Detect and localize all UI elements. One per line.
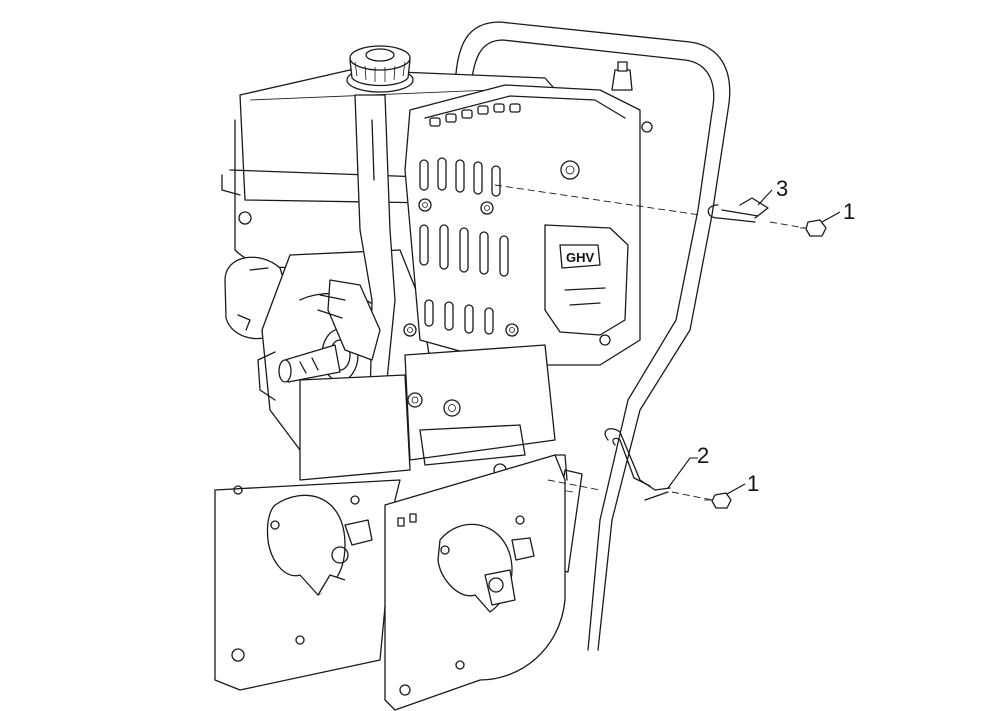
air-cleaner-cover: GHV — [544, 224, 629, 346]
engine-base — [299, 344, 556, 481]
part-1-bolt-lower — [704, 492, 732, 509]
callout-2-label: 2 — [697, 443, 709, 468]
engine-mark-label: GHV — [566, 250, 595, 265]
handle-fitting — [611, 61, 633, 91]
callout-2: 2 — [667, 443, 709, 489]
assembly-line-lower — [547, 479, 713, 501]
callout-3-label: 3 — [776, 176, 788, 201]
callout-3: 3 — [757, 176, 788, 206]
muffler-slots — [419, 157, 509, 335]
assembly-line-upper — [494, 184, 806, 229]
left-mount-plate — [214, 479, 401, 691]
muffler-top-holes — [429, 103, 521, 127]
callout-1-lower-label: 1 — [747, 471, 759, 496]
part-2-bracket — [604, 428, 671, 501]
callout-1-lower: 1 — [726, 471, 759, 496]
callout-1-upper-label: 1 — [843, 199, 855, 224]
fuel-cap — [346, 45, 414, 93]
right-mount-plate — [384, 454, 568, 711]
part-3-bracket — [707, 197, 769, 223]
callout-1-upper: 1 — [821, 199, 855, 224]
